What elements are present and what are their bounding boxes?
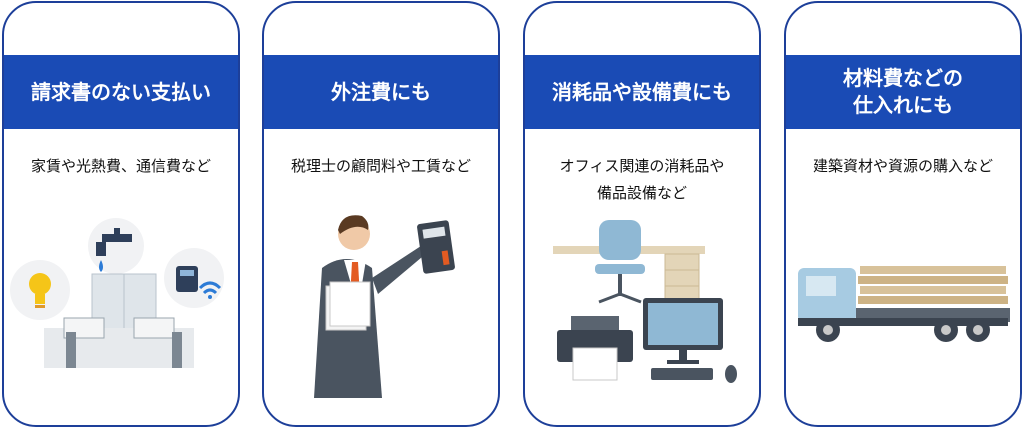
phone-wifi-icon [164,248,224,308]
office-chair-icon [595,220,645,304]
card-title: 消耗品や設備費にも [525,55,759,129]
lightbulb-icon [10,260,70,320]
lumber-truck-illustration [786,198,1020,398]
office-desks-icon [44,273,194,368]
faucet-icon [88,218,144,274]
mouse-icon [725,365,737,383]
card-title: 外注費にも [264,55,498,129]
printer-icon [557,316,633,381]
card-description: 税理士の顧問料や工賃など [290,157,471,175]
card-description: 家賃や光熱費、通信費など [30,157,211,175]
calculator-icon [417,220,455,274]
card-outsourcing: 外注費にも 税理士の顧問料や工賃など [262,1,500,427]
office-utilities-illustration [4,198,238,398]
card-description: オフィス関連の消耗品や 備品設備など [559,157,725,202]
truck-icon [798,268,1010,342]
monitor-icon [643,298,723,364]
lumber-icon [858,266,1008,304]
businessman-calculator-illustration [264,198,498,398]
keyboard-icon [651,368,713,380]
office-equipment-illustration [525,198,759,398]
card-title: 請求書のない支払い [4,55,238,129]
card-supplies: 消耗品や設備費にも オフィス関連の消耗品や 備品設備など [523,1,761,427]
businessman-icon [314,215,428,398]
card-materials: 材料費などの 仕入れにも 建築資材や資源の購入など [784,1,1022,427]
card-utilities: 請求書のない支払い 家賃や光熱費、通信費など [2,1,240,427]
card-description: 建築資材や資源の購入など [812,157,993,175]
card-title: 材料費などの 仕入れにも [786,55,1020,129]
